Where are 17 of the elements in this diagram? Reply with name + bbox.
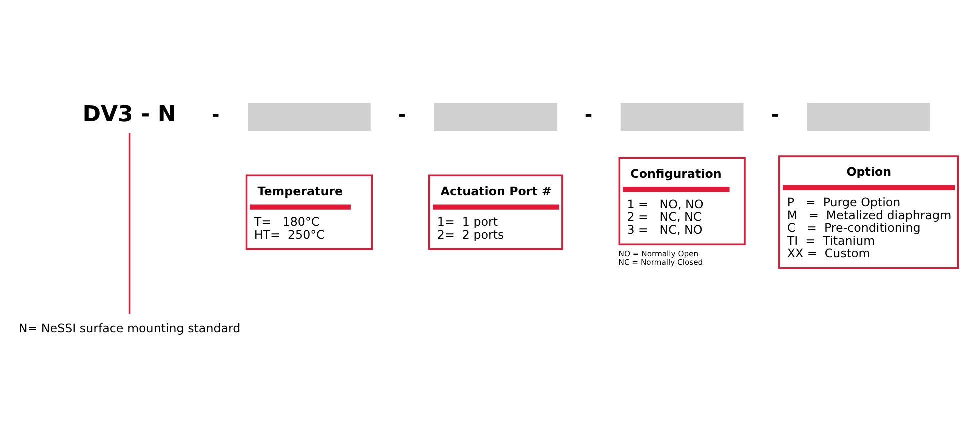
node-label: NO = Normally Open xyxy=(618,249,699,258)
node-text: N= NeSSI surface mounting standard xyxy=(18,320,241,335)
node-box xyxy=(434,102,558,131)
node-box xyxy=(248,102,371,131)
label: - xyxy=(584,104,593,126)
node-text: DV3 - N xyxy=(82,102,176,128)
label: - xyxy=(771,104,780,126)
node-box: Temperature T= 180°C HT= 250°C xyxy=(246,174,373,250)
label: - xyxy=(398,104,406,126)
label: - xyxy=(212,104,220,126)
node-label: NC = Normally Closed xyxy=(618,258,704,267)
node-box xyxy=(807,102,930,131)
node-box: Option P = Purge Option M = Metalized diaphragm C = Pre-conditioning TI = Titanium XX = Custom xyxy=(778,155,960,269)
node-box xyxy=(620,102,744,131)
node-box: Configuration 1 = NO, NO 2 = NC, NC 3 = NC, NO xyxy=(618,156,746,245)
connector xyxy=(128,132,131,314)
node-box: Actuation Port # 1= 1 port 2= 2 ports xyxy=(428,174,564,250)
